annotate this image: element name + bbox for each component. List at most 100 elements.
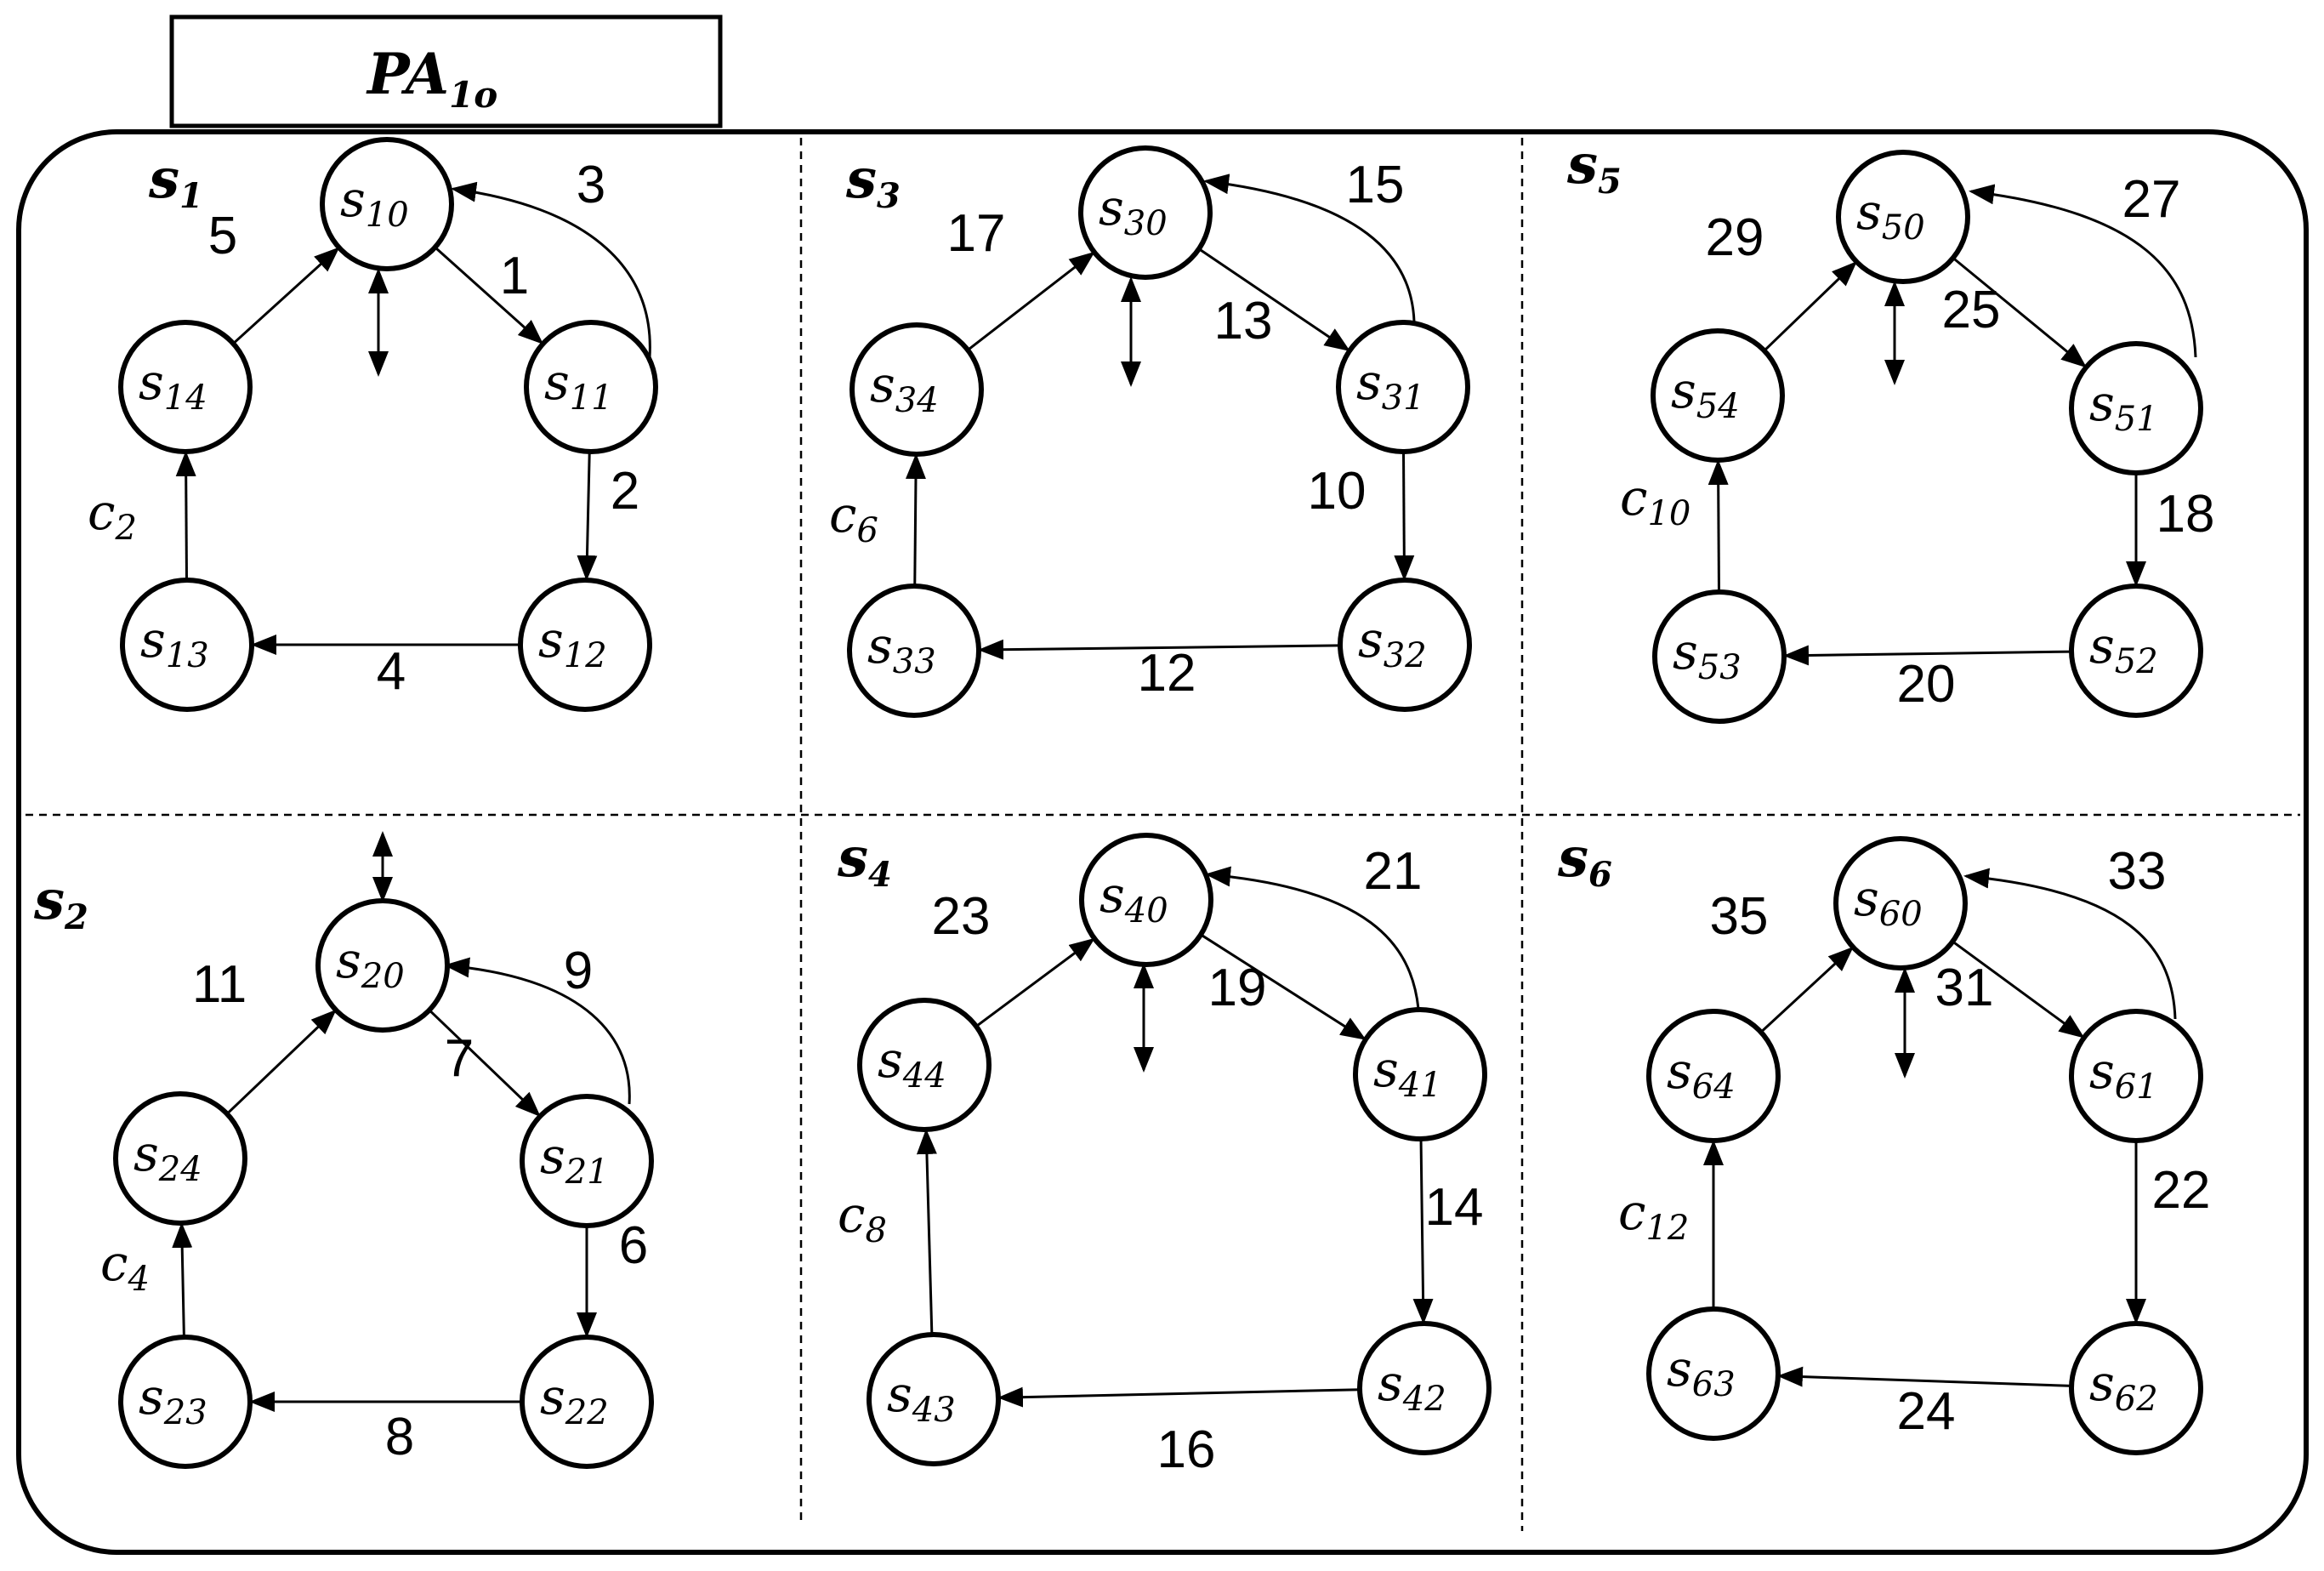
transition-edge-20-to-21 (428, 1009, 541, 1118)
transition-edge-64-to-60 (1759, 946, 1854, 1033)
state-node-s53: s53 (1652, 589, 1787, 724)
condition-label: c12 (1618, 1183, 1689, 1248)
state-label: s22 (540, 1368, 609, 1432)
state-node-s33: s33 (847, 583, 981, 718)
state-circle (118, 1335, 253, 1469)
transition-edge-24-to-20 (225, 1009, 337, 1115)
state-node-s42: s42 (1357, 1321, 1492, 1455)
state-node-s50: s50 (1836, 150, 1970, 284)
section-label-s5: s5 (1566, 133, 1622, 202)
edge-label-first-back-to-init: 15 (1346, 156, 1405, 214)
state-circle (315, 898, 450, 1033)
state-label: s34 (870, 356, 939, 420)
state-node-s52: s52 (2069, 583, 2203, 718)
state-label: s60 (1854, 869, 1923, 934)
state-node-s20: s20 (315, 898, 450, 1033)
edge-label-first-back-to-init: 9 (564, 942, 593, 1000)
state-circle (1078, 145, 1213, 280)
edge-label-second-to-third: 20 (1897, 655, 1956, 714)
edge-label-fourth-to-init: 29 (1706, 208, 1764, 267)
transition-edge-23-to-24 (172, 1221, 193, 1338)
edge-label-fourth-to-init: 5 (208, 207, 237, 265)
state-label: s61 (2089, 1042, 2158, 1107)
state-circle (1833, 836, 1968, 970)
state-circle (2069, 1009, 2203, 1143)
condition-label: c8 (838, 1186, 887, 1250)
transition-edge-60-to-61 (1952, 940, 2085, 1039)
state-node-s32: s32 (1338, 578, 1472, 712)
state-node-s62: s62 (2069, 1321, 2203, 1455)
edge-label-init-to-first: 1 (500, 247, 529, 305)
edge-label-fourth-to-init: 11 (192, 955, 247, 1014)
outer-container (16, 129, 2309, 1555)
state-node-s10: s10 (320, 137, 454, 271)
state-node-s22: s22 (520, 1335, 654, 1469)
state-node-s34: s34 (849, 322, 984, 457)
state-label: s12 (538, 611, 607, 675)
edge-label-first-to-second: 6 (619, 1216, 648, 1275)
state-circle (520, 1094, 654, 1228)
transition-arc-11-to-10 (451, 181, 651, 358)
state-node-s21: s21 (520, 1094, 654, 1228)
state-node-s40: s40 (1079, 833, 1213, 967)
section-label-s1: s1 (148, 147, 203, 216)
transition-edge-33-to-34 (905, 453, 926, 587)
state-circle (520, 1335, 654, 1469)
section-label-s2: s2 (33, 868, 88, 937)
edge-label-first-back-to-init: 27 (2122, 170, 2181, 229)
state-label: s10 (340, 170, 409, 235)
transition-edge-11-to-12 (577, 451, 598, 582)
state-node-s13: s13 (120, 578, 254, 712)
transition-edge-34-to-30 (967, 251, 1095, 351)
state-label: s31 (1356, 353, 1425, 418)
state-circle (1646, 1306, 1781, 1441)
state-label: s44 (878, 1031, 946, 1096)
state-circle (320, 137, 454, 271)
edge-label-init-to-first: 7 (445, 1029, 474, 1088)
state-label: s13 (140, 611, 209, 675)
state-circle (2069, 583, 2203, 718)
edge-label-init-to-first: 25 (1942, 281, 2001, 339)
transition-edge-10-to-11 (434, 246, 544, 344)
edge-label-second-to-third: 4 (377, 642, 406, 701)
transition-edge-31-to-32 (1394, 451, 1415, 582)
state-circle (857, 998, 992, 1132)
edge-label-init-to-first: 19 (1208, 959, 1267, 1017)
state-node-s64: s64 (1646, 1009, 1781, 1143)
condition-label: c10 (1620, 469, 1690, 533)
transition-edge-41-to-42 (1412, 1138, 1434, 1325)
state-label: s23 (139, 1368, 207, 1432)
section-label-s4: s4 (837, 826, 892, 895)
state-circle (1336, 320, 1470, 454)
state-label: s42 (1378, 1354, 1446, 1419)
state-circle (1338, 578, 1472, 712)
edge-label-second-to-third: 8 (385, 1408, 414, 1466)
state-circle (113, 1091, 247, 1226)
state-node-s30: s30 (1078, 145, 1213, 280)
edge-label-first-to-second: 18 (2156, 485, 2215, 544)
state-label: s51 (2089, 374, 2158, 439)
state-label: s62 (2089, 1354, 2158, 1419)
transition-edge-32-to-33 (977, 639, 1341, 660)
transition-arc-31-to-30 (1203, 174, 1416, 322)
transition-arc-41-to-40 (1205, 866, 1420, 1010)
state-node-s12: s12 (518, 578, 652, 712)
state-node-s11: s11 (524, 320, 658, 454)
state-node-s63: s63 (1646, 1306, 1781, 1441)
state-label: s20 (336, 931, 405, 996)
state-node-s23: s23 (118, 1335, 253, 1469)
state-node-s14: s14 (118, 320, 253, 454)
state-node-s24: s24 (113, 1091, 247, 1226)
title-label: PA1o (366, 41, 497, 116)
transition-edge-62-to-63 (1776, 1366, 2072, 1387)
state-label: s63 (1667, 1340, 1736, 1404)
state-label: s33 (867, 617, 936, 681)
edge-label-init-to-first: 31 (1935, 959, 1994, 1017)
edge-label-first-to-second: 22 (2152, 1161, 2211, 1220)
transition-edge-14-to-10 (232, 247, 340, 345)
